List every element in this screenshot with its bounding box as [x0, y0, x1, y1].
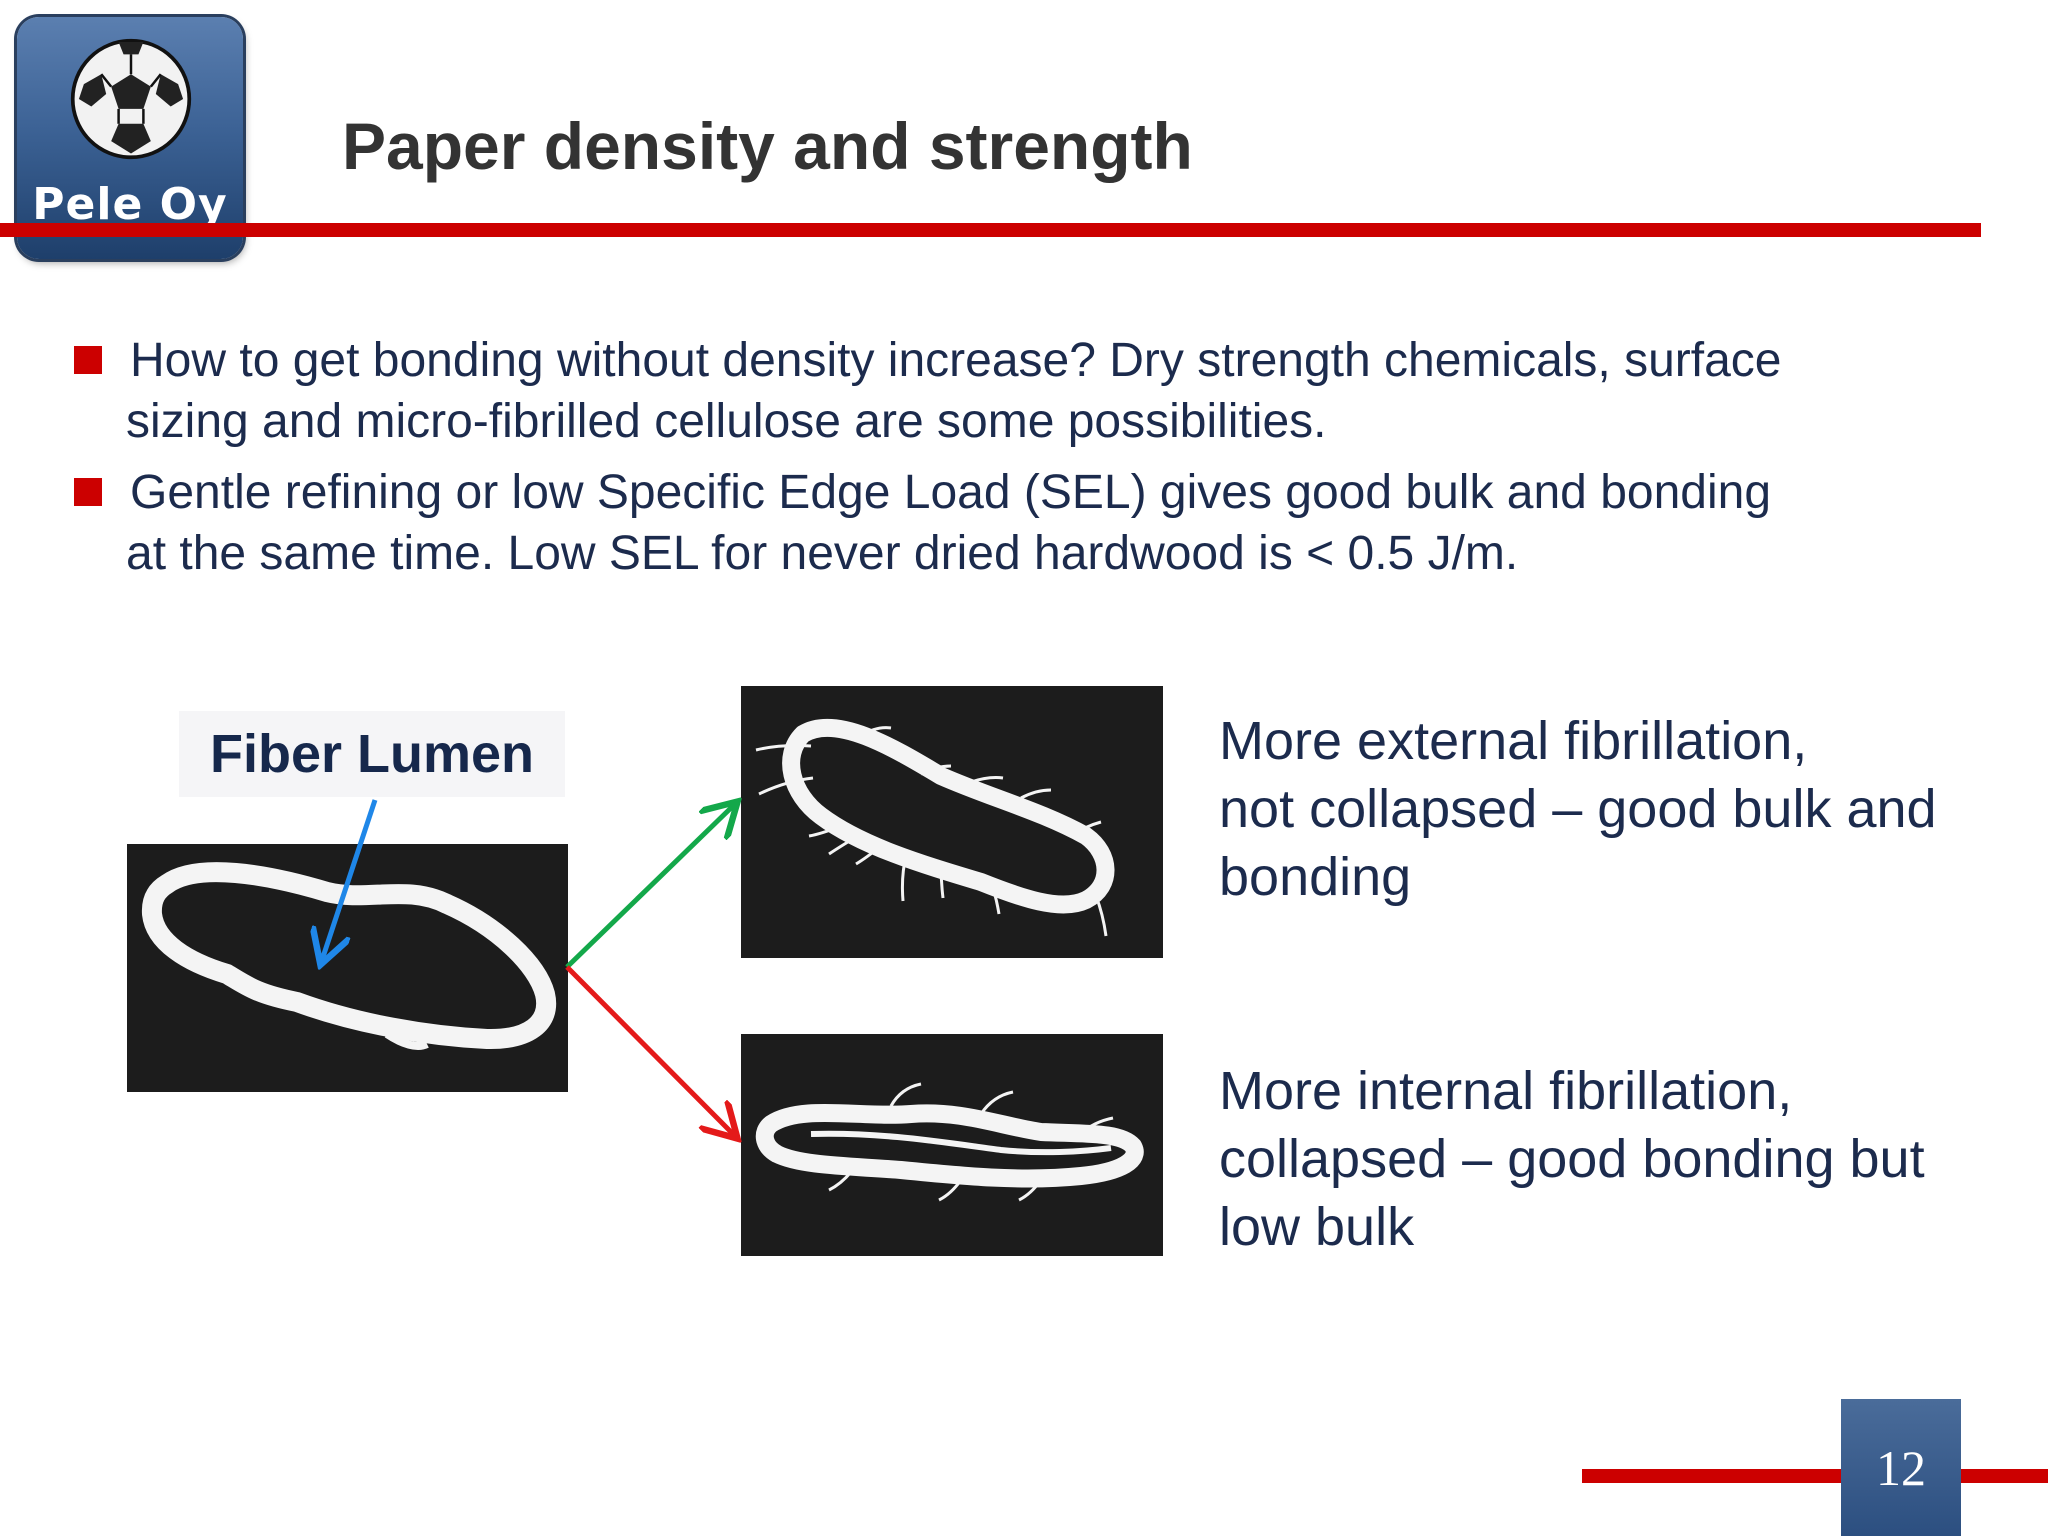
external-fibrillation-caption: More external fibrillation, not collapse…	[1219, 707, 1937, 911]
bullet-item: Gentle refining or low Specific Edge Loa…	[72, 462, 1972, 584]
caption-line: collapsed – good bonding but	[1219, 1129, 1925, 1189]
logo-text: Pele Oy	[32, 179, 228, 230]
slide-title: Paper density and strength	[342, 109, 1193, 183]
external-fibrillation-arrow	[565, 805, 734, 969]
caption-line: More external fibrillation,	[1219, 711, 1808, 771]
bullet-line: at the same time. Low SEL for never drie…	[126, 527, 1519, 580]
soccer-ball-icon	[70, 38, 192, 160]
internal-fibrillation-image	[741, 1034, 1163, 1256]
fiber-cross-section-image	[127, 844, 568, 1092]
bullet-item: How to get bonding without density incre…	[72, 330, 1972, 452]
bullet-line: Gentle refining or low Specific Edge Loa…	[130, 466, 1772, 519]
company-logo: Pele Oy	[17, 17, 243, 259]
caption-line: bonding	[1219, 847, 1412, 907]
fiber-lumen-label: Fiber Lumen	[179, 711, 565, 797]
page-number: 12	[1841, 1399, 1961, 1536]
title-divider	[0, 223, 1981, 237]
bullet-list: How to get bonding without density incre…	[72, 330, 1972, 594]
internal-fibrillation-caption: More internal fibrillation, collapsed – …	[1219, 1057, 1925, 1261]
footer-divider	[1582, 1469, 2048, 1483]
bullet-square-icon	[74, 478, 102, 506]
bullet-line: sizing and micro-fibrilled cellulose are…	[126, 395, 1327, 448]
internal-fibrillation-arrow	[565, 965, 734, 1135]
caption-line: not collapsed – good bulk and	[1219, 779, 1937, 839]
caption-line: low bulk	[1219, 1197, 1415, 1257]
bullet-square-icon	[74, 346, 102, 374]
bullet-line: How to get bonding without density incre…	[130, 334, 1782, 387]
caption-line: More internal fibrillation,	[1219, 1061, 1793, 1121]
external-fibrillation-image	[741, 686, 1163, 958]
